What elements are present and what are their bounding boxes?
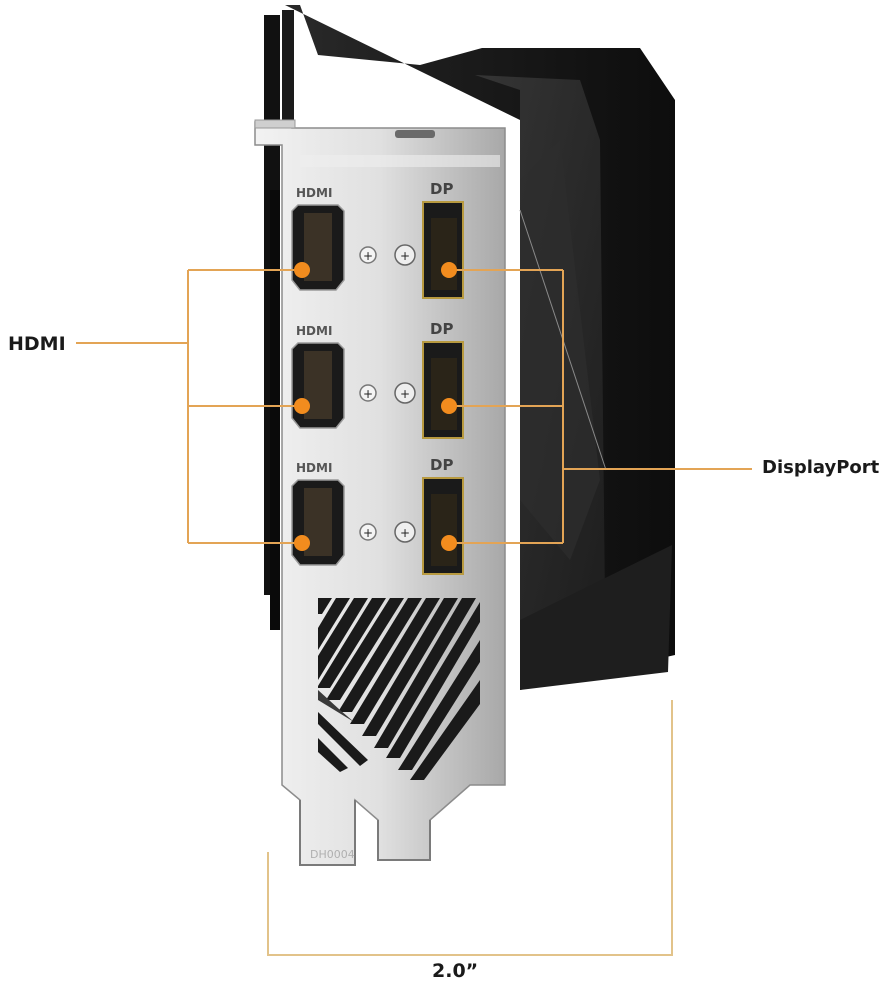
silk-label-hdmi-1: HDMI: [296, 186, 332, 200]
bracket-screws: + + + + + +: [359, 244, 416, 543]
silk-label-dp-3: DP: [430, 456, 453, 474]
screw-icon: + +: [359, 521, 416, 543]
width-dimension-label: 2.0”: [432, 960, 479, 982]
hdmi-port-2: [291, 342, 345, 429]
silk-label-dp-2: DP: [430, 320, 453, 338]
hdmi-port-3: [291, 479, 345, 566]
dp-leader-lines: [450, 269, 752, 544]
screw-icon: + +: [359, 244, 416, 266]
silk-label-dp-1: DP: [430, 180, 453, 198]
cooler-shroud: [264, 5, 675, 690]
svg-text:+: +: [400, 249, 410, 263]
screw-icon: + +: [359, 382, 416, 404]
silk-label-hdmi-2: HDMI: [296, 324, 332, 338]
svg-text:+: +: [363, 526, 373, 540]
dp-callout-dots: [441, 262, 457, 551]
svg-text:+: +: [363, 249, 373, 263]
vent-slots: [318, 598, 480, 780]
svg-text:+: +: [400, 387, 410, 401]
dp-port-1: [422, 201, 464, 299]
width-dimension-line: [267, 700, 673, 956]
dp-port-3: [422, 477, 464, 575]
part-number: DH0004: [310, 848, 355, 861]
displayport-callout-label: DisplayPort: [762, 457, 880, 478]
svg-text:+: +: [400, 526, 410, 540]
dp-port-2: [422, 341, 464, 439]
hdmi-leader-lines: [76, 269, 300, 544]
hdmi-ports: HDMI HDMI HDMI: [291, 186, 345, 566]
svg-text:+: +: [363, 387, 373, 401]
hdmi-callout-label: HDMI: [8, 333, 66, 355]
silk-label-hdmi-3: HDMI: [296, 461, 332, 475]
hdmi-callout-dots: [294, 262, 310, 551]
displayport-ports: DP DP DP: [422, 180, 464, 575]
